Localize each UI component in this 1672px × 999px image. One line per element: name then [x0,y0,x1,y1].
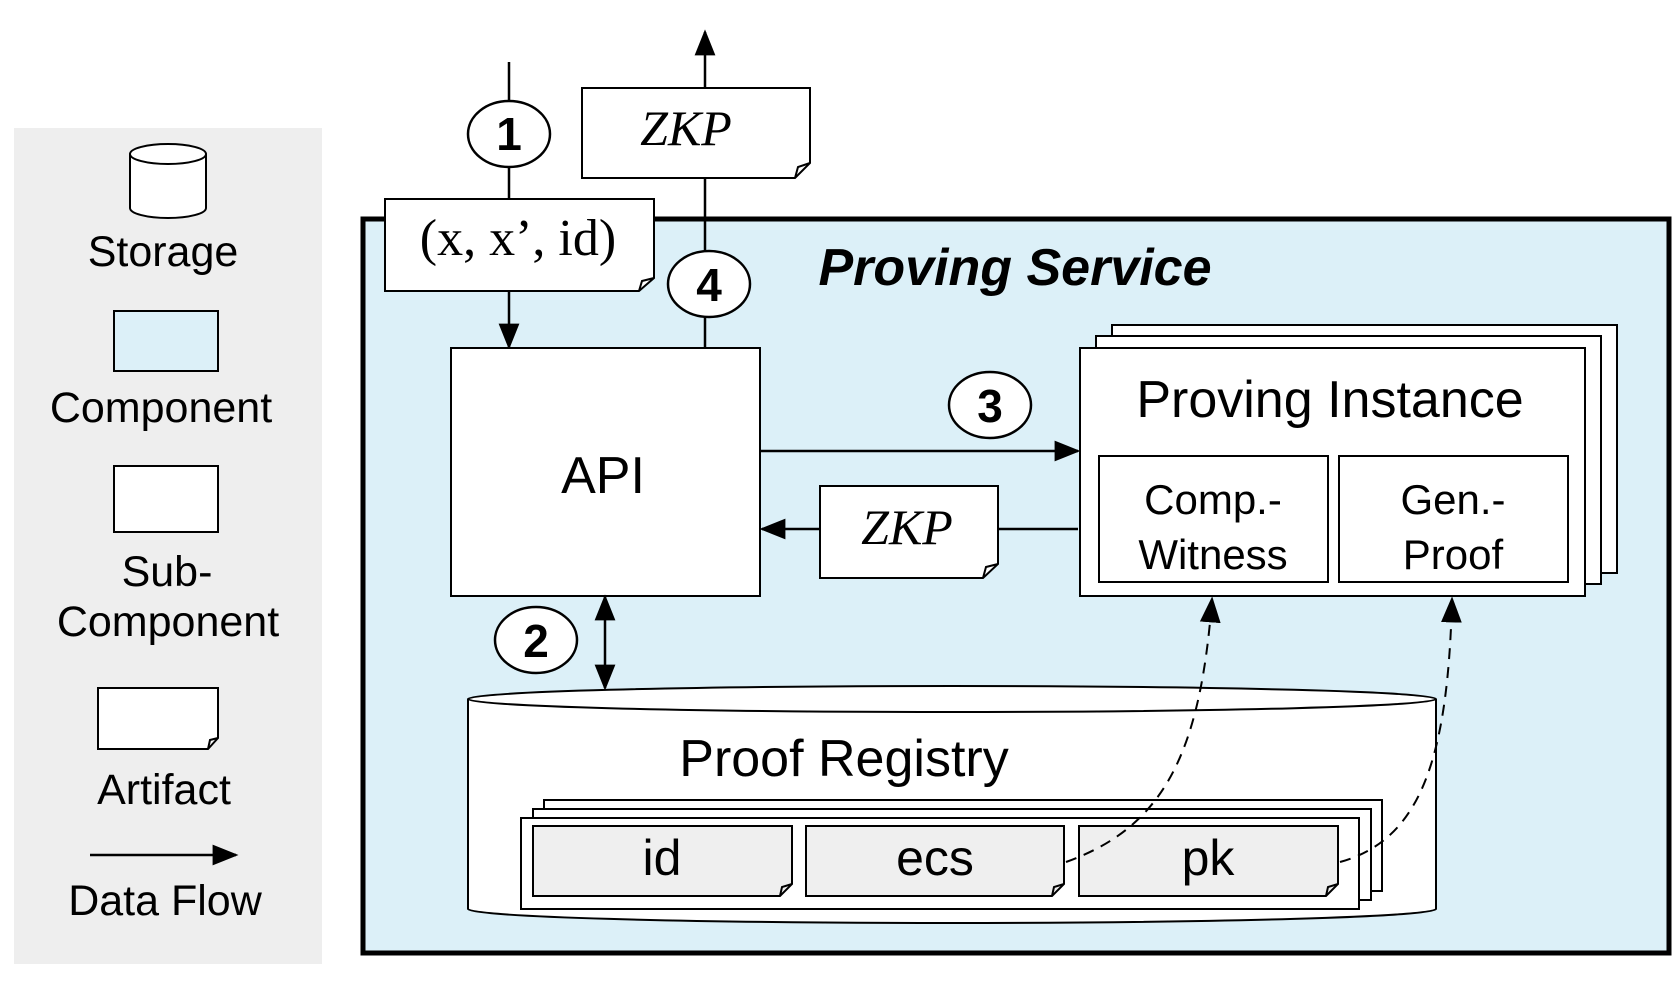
storage-icon [129,143,207,219]
comp-witness-subcomponent [1098,455,1329,583]
legend-artifact-label: Artifact [97,766,231,814]
artifact-icon [97,687,219,750]
step-4-label: 4 [696,259,722,311]
legend-storage-label: Storage [88,228,239,276]
legend: Storage Component Sub- Component Artifac… [14,128,322,964]
step-3-label: 3 [977,380,1003,432]
registry-field-id: id [532,825,793,897]
legend-subcomponent-label-line1: Sub- [122,548,213,596]
zkp-output-artifact: ZKP [581,87,811,179]
registry-field-ecs: ecs [805,825,1065,897]
step-1-label: 1 [496,108,522,160]
comp-witness-label-line2: Witness [1138,531,1287,578]
legend-background [14,128,322,964]
registry-field-ecs-label: ecs [896,830,974,886]
api-label: API [561,447,645,505]
gen-proof-label-line1: Gen.- [1400,476,1505,523]
registry-field-pk: pk [1078,825,1339,897]
proving-instance-stack: Proving Instance Comp.- Witness Gen.- Pr… [1079,324,1618,597]
step-3-badge: 3 [947,370,1033,440]
gen-proof-label-line2: Proof [1403,531,1504,578]
step-1-badge: 1 [466,99,552,169]
legend-subcomponent-label-line2: Component [57,598,279,646]
pk-to-proof-flow [1339,596,1462,863]
subcomponent-icon [113,465,219,533]
gen-proof-subcomponent [1338,455,1569,583]
step-2-label: 2 [523,615,549,667]
component-icon [113,310,219,372]
registry-field-id-label: id [643,830,682,886]
proof-registry-storage: Proof Registry id ecs pk [467,685,1437,924]
api-subcomponent: API [450,347,761,597]
comp-witness-label-line1: Comp.- [1144,476,1282,523]
input-artifact-label: (x, x’, id) [420,210,616,267]
input-artifact: (x, x’, id) [384,198,655,292]
step-2-badge: 2 [493,605,579,675]
zkp-return-artifact: ZKP [819,485,999,579]
legend-data-flow-label: Data Flow [68,877,263,925]
registry-field-pk-label: pk [1182,830,1236,886]
zkp-output-label: ZKP [640,100,732,156]
step-4-badge: 4 [666,249,752,319]
zkp-return-label: ZKP [861,499,953,555]
proof-registry-title: Proof Registry [679,730,1008,788]
ecs-to-witness-flow [1065,596,1221,863]
legend-component-label: Component [50,384,272,432]
proving-service-title: Proving Service [818,239,1211,297]
proving-instance-title: Proving Instance [1136,371,1523,429]
